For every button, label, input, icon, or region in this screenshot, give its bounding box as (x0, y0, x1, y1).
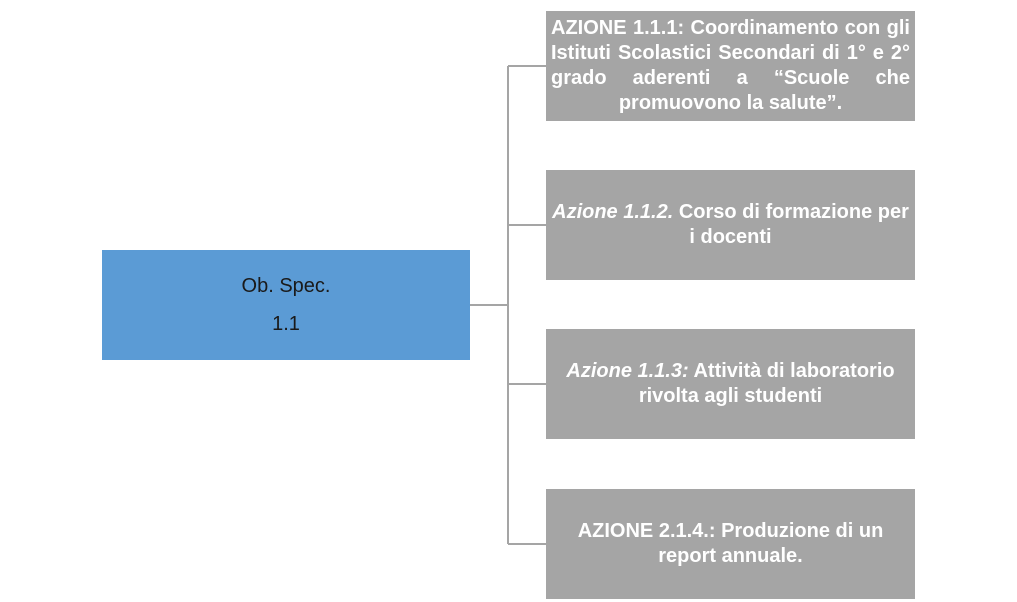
action-box-2: Azione 1.1.2. Corso di formazione per i … (546, 170, 915, 280)
action-body-3: Attività di laboratorio rivolta agli stu… (638, 360, 895, 407)
objective-number: 1.1 (272, 313, 300, 335)
action-body-1: AZIONE 1.1.1: Coordinamento con gli Isti… (551, 17, 910, 114)
action-text-2: Azione 1.1.2. Corso di formazione per i … (551, 200, 910, 250)
action-prefix-3: Azione 1.1.3: (566, 360, 689, 382)
action-text-4: AZIONE 2.1.4.: Produzione di un report a… (551, 519, 910, 569)
action-text-3: Azione 1.1.3: Attività di laboratorio ri… (551, 359, 910, 409)
action-text-1: AZIONE 1.1.1: Coordinamento con gli Isti… (551, 16, 910, 116)
action-body-2: Corso di formazione per i docenti (673, 201, 909, 248)
action-box-3: Azione 1.1.3: Attività di laboratorio ri… (546, 329, 915, 439)
action-prefix-2: Azione 1.1.2. (552, 201, 674, 223)
action-body-4: AZIONE 2.1.4.: Produzione di un report a… (577, 520, 884, 567)
action-box-1: AZIONE 1.1.1: Coordinamento con gli Isti… (546, 11, 915, 121)
objective-label: Ob. Spec. (241, 275, 331, 297)
action-box-4: AZIONE 2.1.4.: Produzione di un report a… (546, 489, 915, 599)
objective-box: Ob. Spec. 1.1 (102, 250, 470, 360)
